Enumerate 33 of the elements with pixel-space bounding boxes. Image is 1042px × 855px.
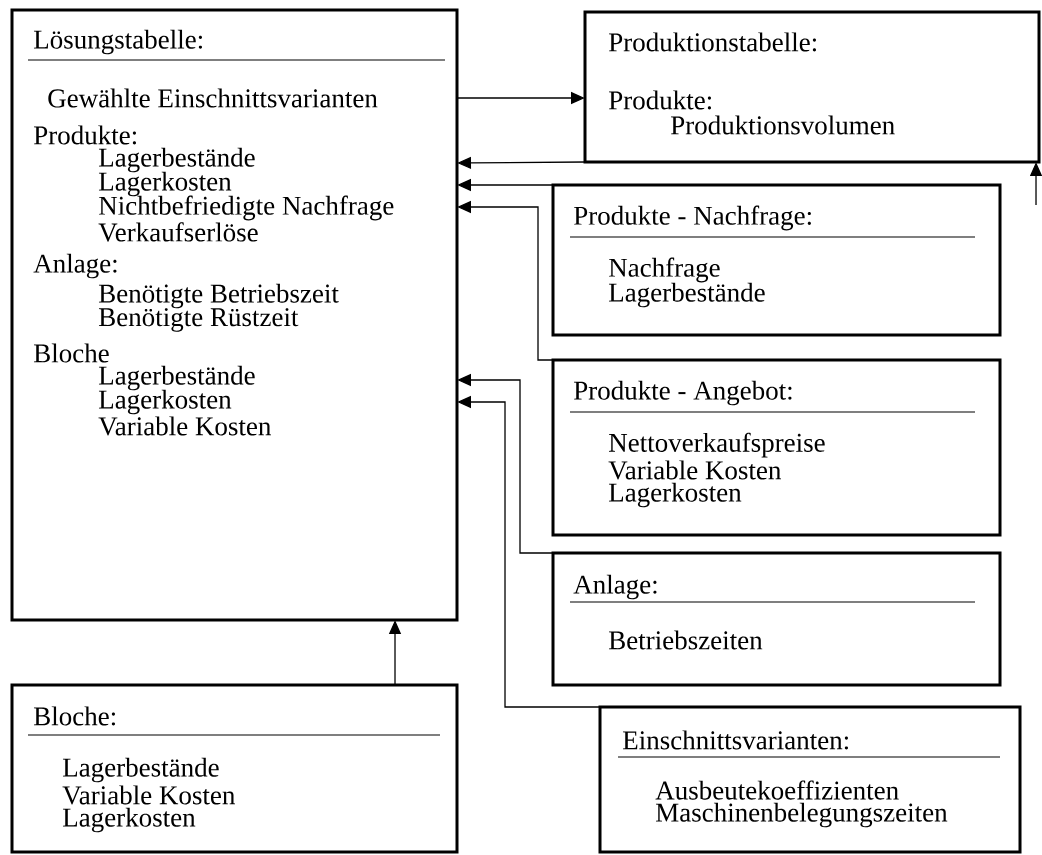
table-heading: Produktionstabelle: [609, 32, 816, 52]
field-label: Anlage: [33, 253, 117, 279]
field-label: Lagerbestände [63, 757, 219, 783]
field-label: Nachfrage [609, 257, 720, 283]
field-label: Variable Kosten [608, 460, 781, 480]
field-label: Lagerkosten [99, 171, 232, 197]
table-heading: Produkte - Angebot: [574, 380, 792, 406]
field-label: Ausbeutekoeffizienten [655, 780, 899, 800]
table-heading: Lösungstabelle: [34, 29, 202, 55]
table-heading: Bloche: [34, 706, 115, 726]
field-label: Lagerbestände [99, 365, 255, 391]
table-heading: Anlage: [573, 574, 657, 600]
field-label: Nichtbefriedigte Nachfrage [99, 195, 394, 221]
field-label: Verkaufserlöse [98, 222, 258, 242]
table-heading: Einschnittsvarianten: [623, 730, 848, 750]
table-heading: Produkte - Nachfrage: [574, 205, 811, 231]
field-label: Gewählte Einschnittsvarianten [48, 88, 378, 108]
field-label: Nettoverkaufspreise [609, 432, 825, 458]
field-label: Variable Kosten [62, 785, 235, 805]
field-label: Lagerbestände [99, 147, 255, 173]
field-label: Lagerkosten [63, 807, 196, 833]
field-label: Lagerkosten [99, 389, 232, 415]
field-label: Variable Kosten [98, 416, 271, 436]
field-label: Maschinenbelegungszeiten [656, 802, 948, 828]
field-label: Bloche [34, 343, 109, 363]
field-label: Produkte: [34, 125, 136, 145]
field-label: Betriebszeiten [609, 630, 763, 650]
field-label: Produktionsvolumen [671, 115, 895, 135]
field-label: Produkte: [609, 90, 711, 110]
field-label: Benötigte Rüstzeit [99, 308, 299, 332]
field-label: Lagerbestände [609, 282, 765, 308]
field-label: Benötigte Betriebszeit [99, 283, 339, 309]
field-label: Lagerkosten [609, 482, 742, 508]
